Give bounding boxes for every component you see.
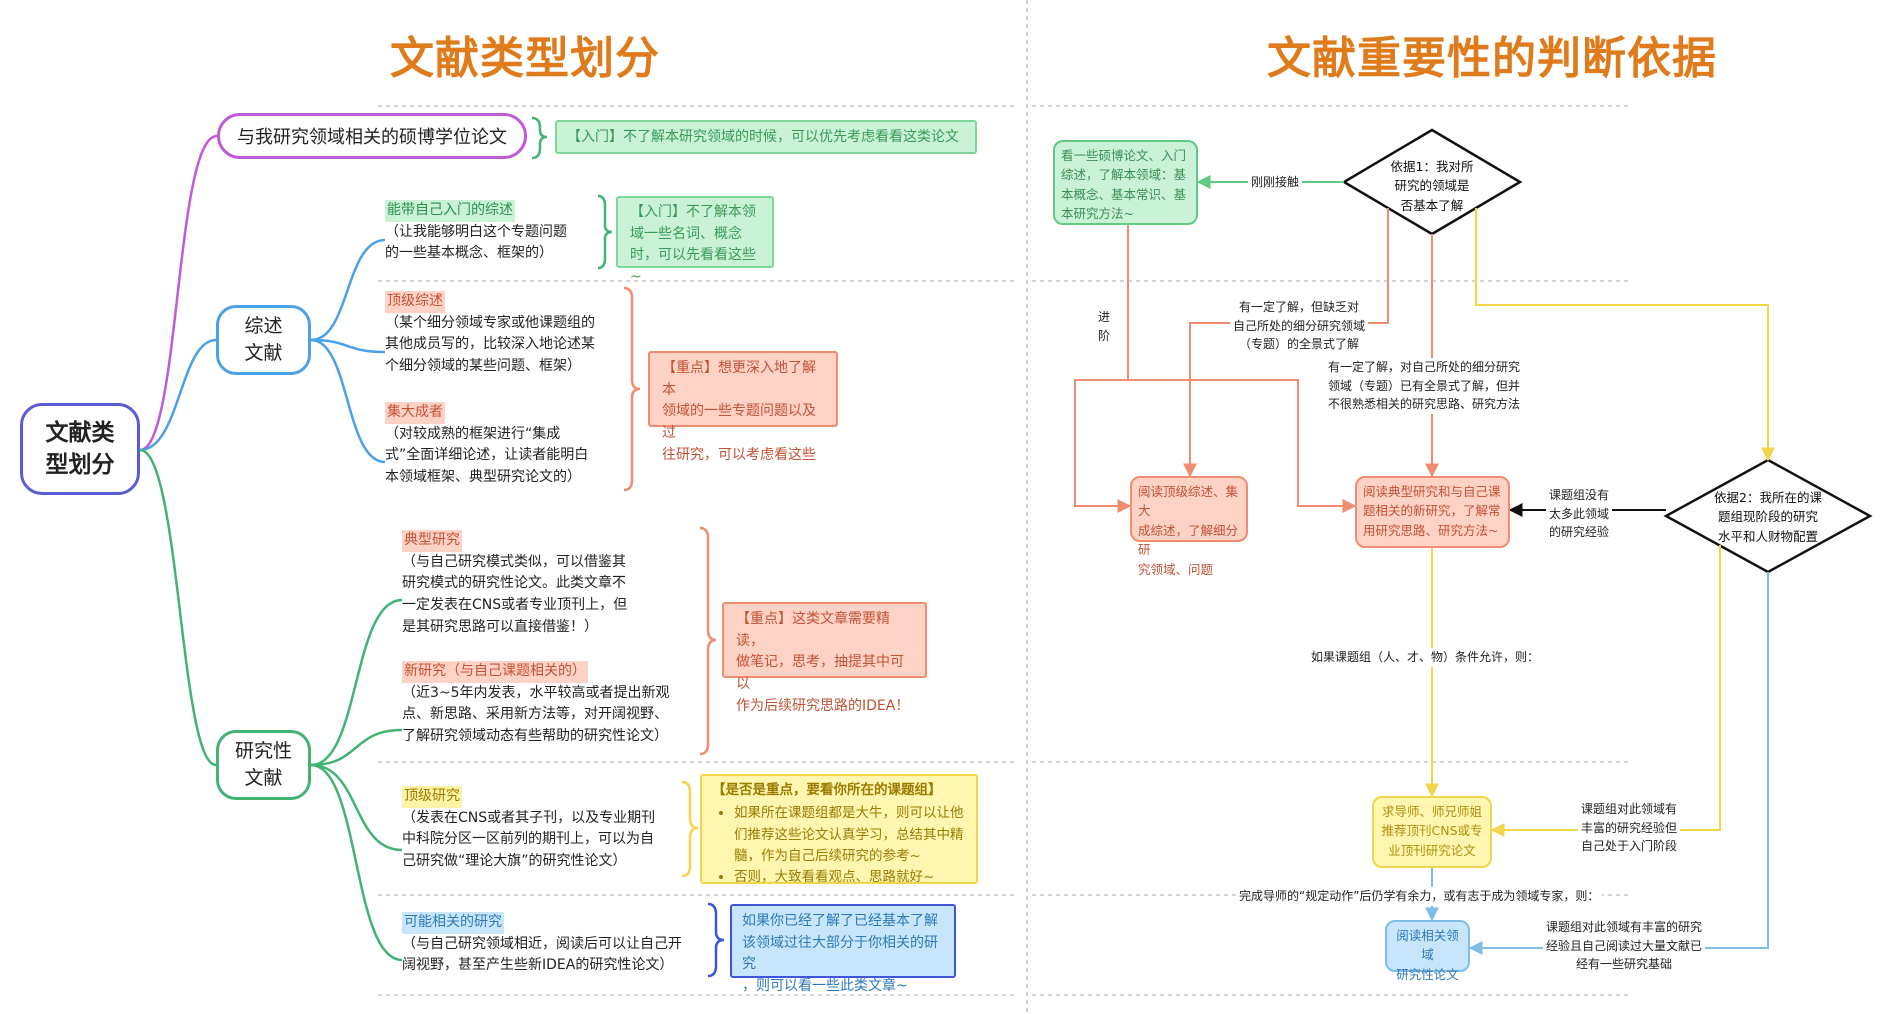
review-key-note: 【重点】想更深入地了解本领域的一些专题问题以及过往研究，可以考虑看这些 — [648, 351, 838, 463]
label-just-contact: 刚刚接触 — [1248, 173, 1303, 192]
tag-desc: （与自己研究模式类似，可以借鉴其研究模式的研究性论文。此类文章不一定发表在CNS… — [402, 553, 628, 635]
brackets — [531, 116, 725, 978]
research-new: 新研究（与自己课题相关的） （近3~5年内发表，水平较高或者提出新观点、新思路、… — [402, 661, 687, 748]
label-rich-self: 课题组对此领域有丰富的研究经验且自己阅读过大量文献已经有一些研究基础 — [1543, 918, 1706, 974]
flow-box-recommend: 求导师、师兄师姐推荐顶刊CNS或专业顶刊研究论文 — [1372, 796, 1492, 868]
review-intro: 能带自己入门的综述 （让我能够明白这个专题问题的一些基本概念、框架的） — [385, 200, 590, 265]
label-some-understanding: 有一定了解，但缺乏对自己所处的细分研究领域（专题）的全景式了解 — [1230, 298, 1369, 354]
label-after-required: 完成导师的“规定动作”后仍学有余力，或有志于成为领域专家，则： — [1236, 887, 1603, 906]
right-title: 文献重要性的判断依据 — [1267, 33, 1717, 84]
review-master: 集大成者 （对较成熟的框架进行“集成式”全面详细论述，让读者能明白本领域框架、典… — [385, 402, 610, 489]
research-node: 研究性 文献 — [216, 730, 311, 800]
tag-desc: （与自己研究领域相近，阅读后可以让自己开阔视野，甚至产生些新IDEA的研究性论文… — [402, 935, 682, 974]
research-top: 顶级研究 （发表在CNS或者其子刊，以及专业期刊中科院分区一区前列的期刊上，可以… — [402, 786, 672, 873]
review-intro-note: 【入门】不了解本领域一些名词、概念时，可以先看看这些~ — [616, 196, 774, 285]
research-line: 研究性 — [234, 740, 292, 763]
tag-desc: （某个细分领域专家或他课题组的其他成员写的，比较深入地论述某个细分领域的某些问题… — [385, 314, 595, 375]
note-title: 【是否是重点，要看你所在的课题组】 — [712, 782, 942, 798]
dividers — [378, 0, 1630, 1014]
research-typical: 典型研究 （与自己研究模式类似，可以借鉴其研究模式的研究性论文。此类文章不一定发… — [402, 530, 672, 638]
review-line: 文献 — [244, 342, 283, 364]
thesis-note: 【入门】不了解本研究领域的时候，可以优先考虑看看这类论文 — [555, 120, 977, 154]
tag-desc: （发表在CNS或者其子刊，以及专业期刊中科院分区一区前列的期刊上，可以为自己研究… — [402, 809, 656, 870]
flow-box-related-reading: 阅读相关领域研究性论文 — [1385, 920, 1470, 982]
flow-box-top-reviews: 阅读顶级综述、集大成综述，了解细分研究领域、问题 — [1130, 476, 1248, 577]
note-item: 否则，大致看看观点、思路就好~ — [734, 867, 966, 888]
flow-box-typical-research: 阅读典型研究和与自己课题相关的新研究，了解常用研究思路、研究方法~ — [1355, 476, 1510, 548]
tag-label: 可能相关的研究 — [402, 912, 504, 934]
research-key-note: 【重点】这类文章需要精读，做笔记，思考，抽提其中可以作为后续研究思路的IDEA！ — [722, 602, 927, 714]
research-related: 可能相关的研究 （与自己研究领域相近，阅读后可以让自己开阔视野，甚至产生些新ID… — [402, 912, 692, 977]
research-line: 文献 — [244, 767, 283, 789]
tag-label: 集大成者 — [385, 402, 445, 424]
mindmap-branches — [139, 134, 403, 962]
tag-label: 顶级综述 — [385, 291, 445, 313]
label-rich-experience: 课题组对此领域有丰富的研究经验但自己处于入门阶段 — [1578, 800, 1681, 856]
tag-label: 顶级研究 — [402, 786, 462, 808]
label-some-understanding-2: 有一定了解，对自己所处的细分研究领域（专题）已有全景式了解，但并不很熟悉相关的研… — [1325, 358, 1524, 414]
tag-desc: （让我能够明白这个专题问题的一些基本概念、框架的） — [385, 223, 567, 262]
label-advance: 进阶 — [1098, 308, 1111, 346]
thesis-node: 与我研究领域相关的硕博学位论文 — [217, 113, 527, 159]
tag-desc: （近3~5年内发表，水平较高或者提出新观点、新思路、采用新方法等，对开阔视野、了… — [402, 684, 670, 745]
review-line: 综述 — [244, 315, 283, 338]
review-top: 顶级综述 （某个细分领域专家或他课题组的其他成员写的，比较深入地论述某个细分领域… — [385, 291, 610, 378]
root-line: 型划分 — [45, 452, 115, 478]
left-title: 文献类型划分 — [390, 33, 660, 84]
decision-1-text: 依据1：我对所研究的领域是否基本了解 — [1390, 159, 1474, 213]
tag-label: 典型研究 — [402, 530, 462, 552]
research-related-note: 如果你已经了解了已经基本了解该领域过往大部分于你相关的研究，则可以看一些此类文章… — [730, 904, 956, 994]
root-line: 文献类 — [45, 419, 115, 446]
flow-box-basics: 看一些硕博论文、入门综述，了解本领域：基本概念、基本常识、基本研究方法~ — [1053, 140, 1198, 225]
tag-label: 能带自己入门的综述 — [385, 200, 515, 222]
tag-label: 新研究（与自己课题相关的） — [402, 661, 588, 683]
tag-desc: （对较成熟的框架进行“集成式”全面详细论述，让读者能明白本领域框架、典型研究论文… — [385, 425, 589, 486]
review-node: 综述 文献 — [216, 305, 311, 375]
note-item: 如果所在课题组都是大牛，则可以让他们推荐这些论文认真学习，总结其中精髓，作为自己… — [734, 803, 966, 867]
label-condition: 如果课题组（人、才、物）条件允许，则： — [1308, 648, 1543, 667]
research-top-note: 【是否是重点，要看你所在的课题组】 如果所在课题组都是大牛，则可以让他们推荐这些… — [700, 774, 978, 885]
label-no-experience: 课题组没有太多此领域的研究经验 — [1546, 486, 1613, 542]
decision-2-text: 依据2：我所在的课题组现阶段的研究水平和人财物配置 — [1714, 490, 1822, 544]
root-node: 文献类 型划分 — [20, 403, 140, 495]
